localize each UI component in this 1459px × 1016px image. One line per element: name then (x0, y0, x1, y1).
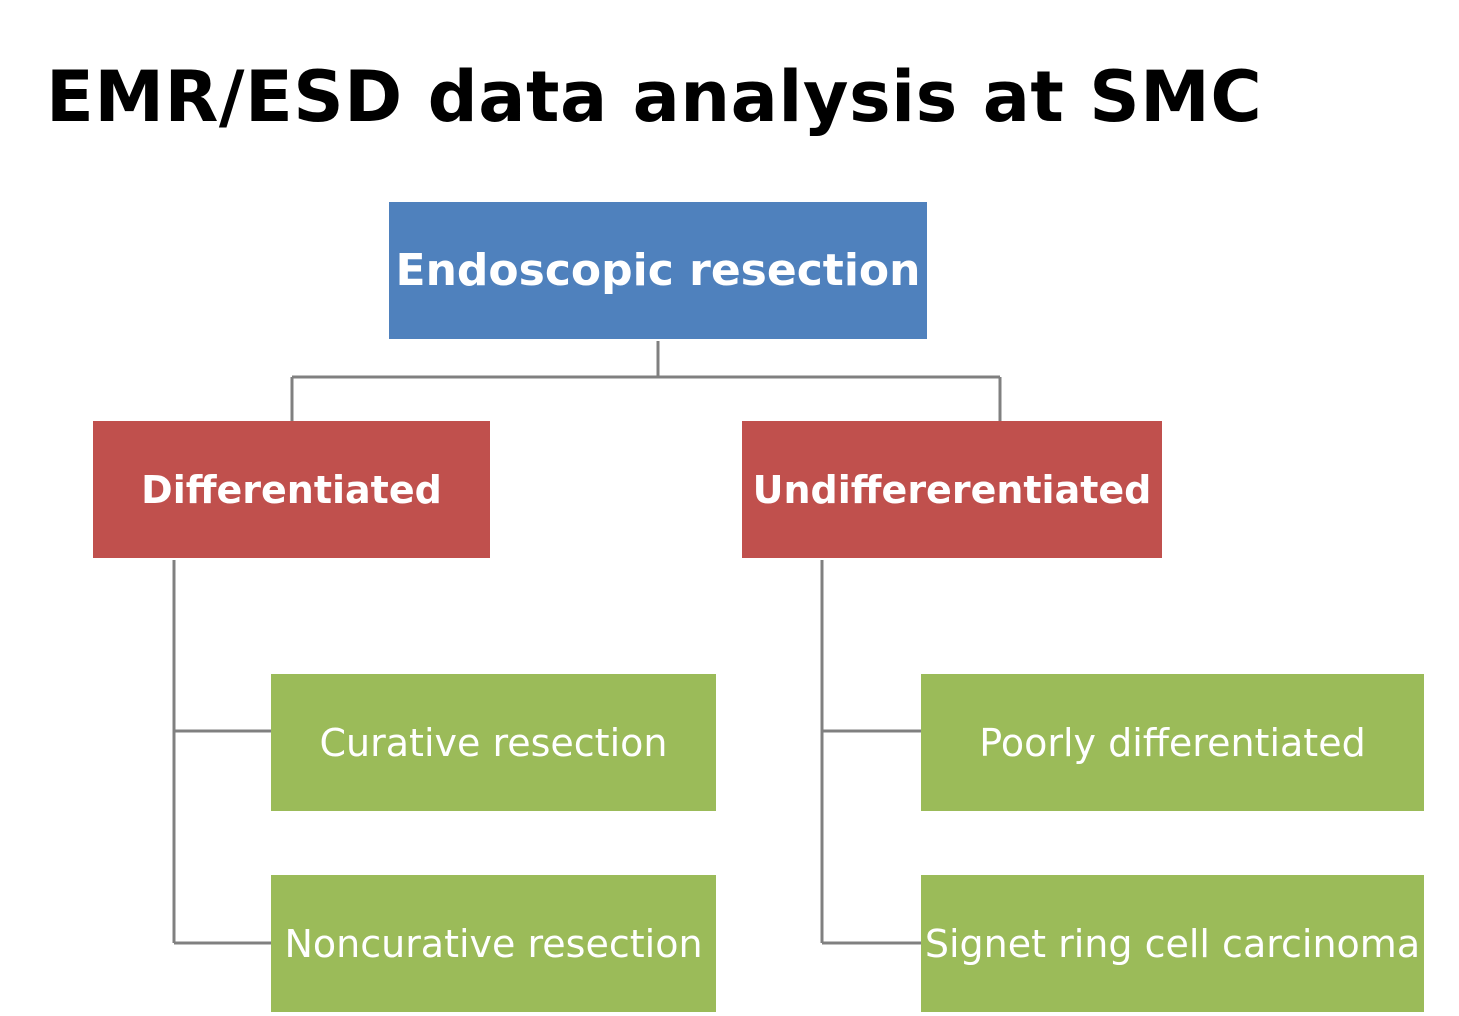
connector-root-to-branches (290, 341, 1002, 421)
node-undifferentiated: Undiffererentiated (742, 421, 1162, 558)
node-curative-resection: Curative resection (271, 674, 716, 811)
slide-title: EMR/ESD data analysis at SMC (46, 56, 1263, 138)
connector-differentiated-to-children (172, 560, 271, 945)
node-endoscopic-resection: Endoscopic resection (389, 202, 927, 339)
node-signet-ring-cell-carcinoma: Signet ring cell carcinoma (921, 875, 1424, 1012)
node-differentiated: Differentiated (93, 421, 490, 558)
connector-undifferentiated-to-children (820, 560, 921, 945)
node-noncurative-resection: Noncurative resection (271, 875, 716, 1012)
node-poorly-differentiated: Poorly differentiated (921, 674, 1424, 811)
